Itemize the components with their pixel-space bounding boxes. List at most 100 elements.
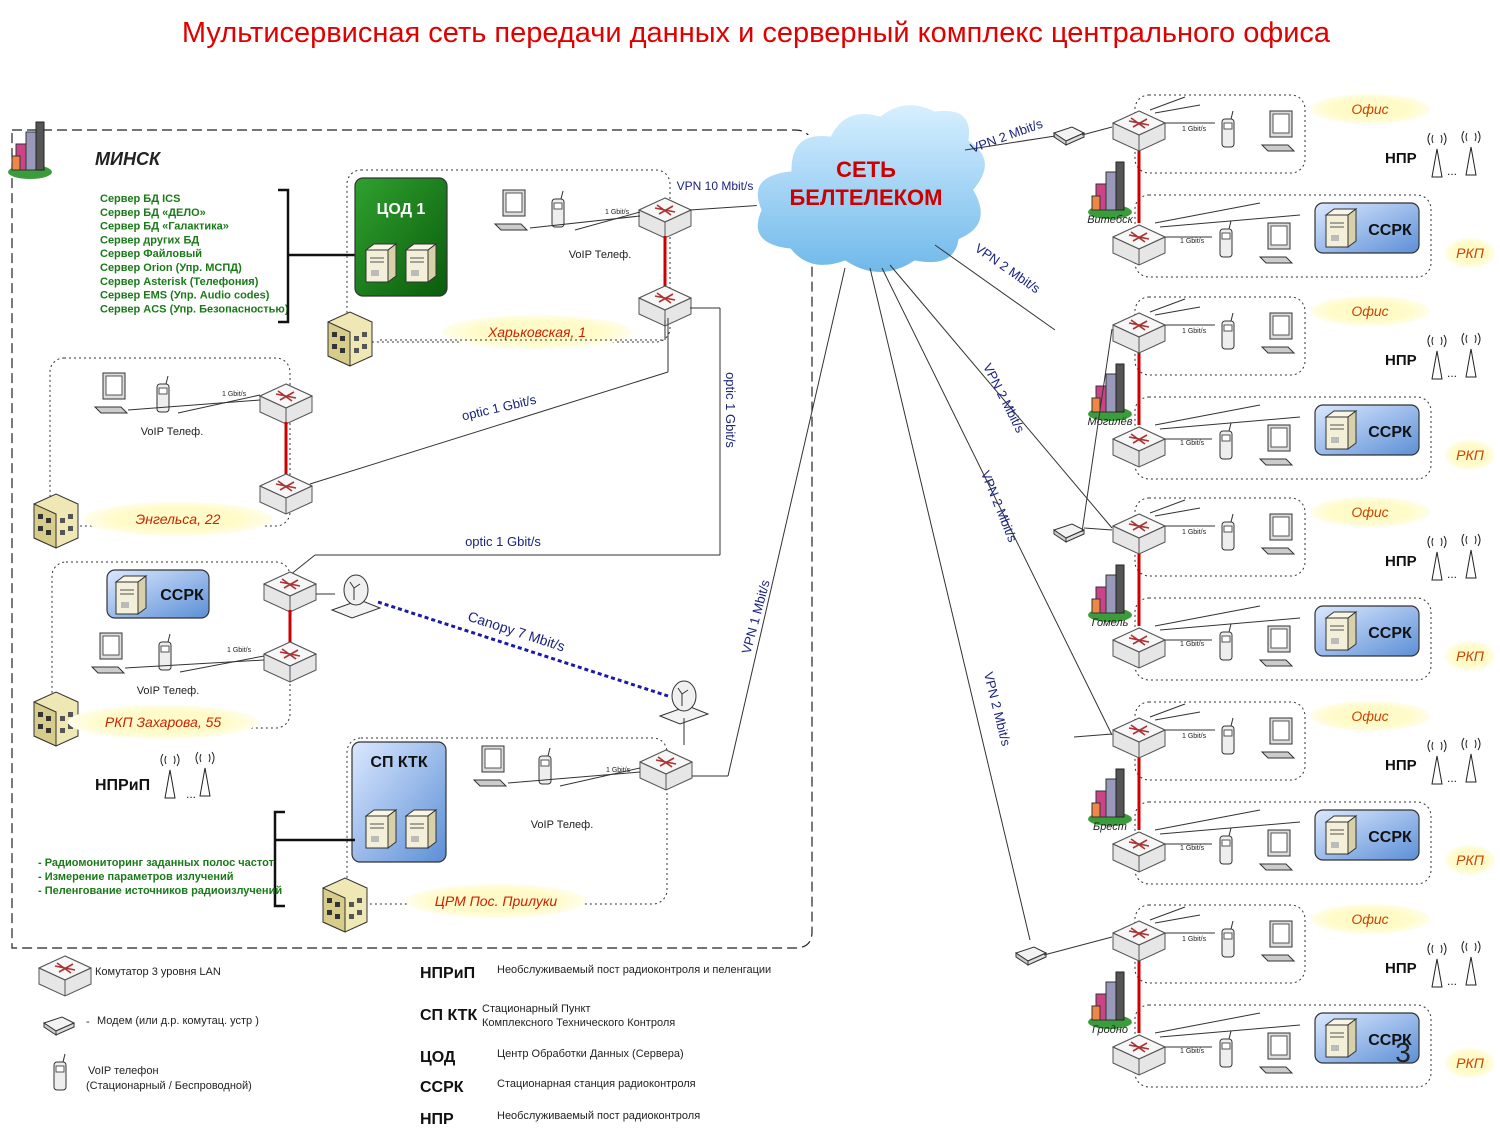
link-speed-label: 1 Gbit/s	[222, 391, 247, 398]
canopy-label: Canopy 7 Mbit/s	[466, 608, 567, 654]
legend-dash: -	[86, 1016, 90, 1028]
ssrk-label: ССРК	[1368, 1032, 1412, 1049]
antenna-icon	[160, 753, 180, 799]
voip-phone-icon	[1221, 920, 1235, 958]
voip-label: VoIP Телеф.	[137, 685, 200, 697]
antenna-icon	[1427, 132, 1447, 178]
city-icon	[1087, 971, 1133, 1030]
region-rkp-border	[1134, 597, 1432, 681]
office-pill-label: Офис	[1351, 911, 1388, 927]
city-name-3: Гомель	[1092, 617, 1129, 629]
server-list-bracket	[278, 188, 355, 324]
lan-link	[507, 771, 641, 784]
city-icon	[1087, 161, 1133, 220]
dish-antenna-icon	[659, 680, 709, 725]
rkp-pill-label: РКП	[1456, 1055, 1485, 1071]
site-kharkov-pill: Харьковская, 1	[442, 315, 632, 349]
workstation-icon	[1261, 920, 1295, 962]
npr-label: НПР	[1385, 352, 1417, 369]
workstation-icon	[94, 372, 128, 414]
engels-area-border	[49, 357, 291, 527]
site-crm-pill-label: ЦРМ Пос. Прилуки	[435, 893, 558, 909]
server-list-item: Сервер ACS (Упр. Безопасностью)	[100, 303, 289, 315]
crm-building-icon	[322, 877, 368, 933]
region-1	[1134, 94, 1432, 278]
office-pill: Офис	[1310, 296, 1430, 326]
spktk-func-item: - Пеленгование источников радиоизлучений	[38, 885, 282, 897]
rkp-switch-2	[263, 641, 317, 683]
office-pill: Офис	[1310, 701, 1430, 731]
antenna-icon	[1461, 130, 1481, 176]
lan-link	[1154, 507, 1201, 517]
cloud-shape	[754, 102, 988, 275]
lan-link	[1149, 703, 1186, 718]
minsk-region-border	[11, 129, 813, 949]
optic-label-b: optic 1 Gbit/s	[723, 372, 738, 448]
link-speed-label: 1 Gbit/s	[227, 647, 252, 654]
voip-phone-icon	[1221, 513, 1235, 551]
office-pill: Офис	[1310, 94, 1430, 124]
antenna-icon	[1427, 334, 1447, 380]
legend-phone-icon	[53, 1053, 67, 1091]
site-rkp-pill-shape	[68, 705, 258, 739]
region-office-border	[1134, 904, 1306, 984]
voip-phone-icon	[551, 190, 565, 228]
lan-link	[559, 767, 641, 787]
legend-voip-line2: (Стационарный / Беспроводной)	[86, 1080, 252, 1092]
site-engels-pill-label: Энгельса, 22	[136, 511, 221, 527]
city-name-5: Гродно	[1092, 1024, 1128, 1036]
region-switch-bottom	[1112, 426, 1166, 468]
lan-link	[124, 659, 265, 669]
vpn10-label: VPN 10 Mbit/s	[677, 179, 754, 193]
rkp-pill: РКП	[1445, 1048, 1495, 1078]
server-list-item: Сервер Orion (Упр. МСПД)	[100, 262, 242, 274]
region-switch-bottom	[1112, 1034, 1166, 1076]
voip-phone-icon	[1221, 110, 1235, 148]
engels-switch-1	[259, 383, 313, 425]
vpn-link	[689, 204, 766, 211]
server-icon	[1325, 208, 1357, 248]
legend-switch-icon	[38, 955, 92, 997]
ssrk-label: ССРК	[1368, 424, 1412, 441]
cod-server-icon	[405, 243, 437, 283]
canopy-link	[377, 600, 669, 698]
lan-link	[1083, 527, 1113, 531]
lan-link	[1081, 126, 1113, 136]
legend-abbr: НПРиП	[420, 965, 475, 982]
lan-link	[179, 655, 265, 673]
rkp-pill-shape	[1445, 440, 1495, 470]
cloud-label-line2: БЕЛТЕЛЕКОМ	[789, 185, 942, 210]
rkp-pill: РКП	[1445, 845, 1495, 875]
legend-desc: Комплексного Технического Контроля	[482, 1017, 675, 1029]
optic-label-a: optic 1 Gbit/s	[460, 392, 538, 424]
vpn2-label-3: VPN 2 Mbit/s	[980, 361, 1028, 436]
city-name-4: Брест	[1093, 821, 1127, 833]
link-speed-label: 1 Gbit/s	[1182, 733, 1207, 740]
region-3	[1134, 497, 1432, 681]
office-pill-shape	[1310, 904, 1430, 934]
voip-phone-icon	[1219, 827, 1233, 865]
server-icon	[1325, 1018, 1357, 1058]
city-icon	[1087, 363, 1133, 422]
lan-link	[1073, 733, 1113, 738]
office-pill-shape	[1310, 701, 1430, 731]
region-switch-top	[1112, 717, 1166, 759]
ssrk-label: ССРК	[160, 587, 204, 604]
office-pill-shape	[1310, 497, 1430, 527]
legend-desc: Стационарный Пункт	[482, 1003, 591, 1015]
antenna-icon	[1461, 737, 1481, 783]
legend-modem-label: Модем (или д.р. комутац. устр )	[97, 1015, 259, 1027]
workstation-icon	[91, 632, 125, 674]
region-rkp-border	[1134, 801, 1432, 885]
rkp-pill-label: РКП	[1456, 447, 1485, 463]
voip-phone-icon	[538, 747, 552, 785]
office-pill-shape	[1310, 296, 1430, 326]
lan-link	[1159, 1024, 1301, 1038]
site-kharkov-pill-label: Харьковская, 1	[487, 324, 586, 340]
rkp-pill-label: РКП	[1456, 648, 1485, 664]
legend-desc: Центр Обработки Данных (Сервера)	[497, 1048, 684, 1060]
region-office-border	[1134, 94, 1306, 174]
modem-icon	[1053, 126, 1085, 146]
